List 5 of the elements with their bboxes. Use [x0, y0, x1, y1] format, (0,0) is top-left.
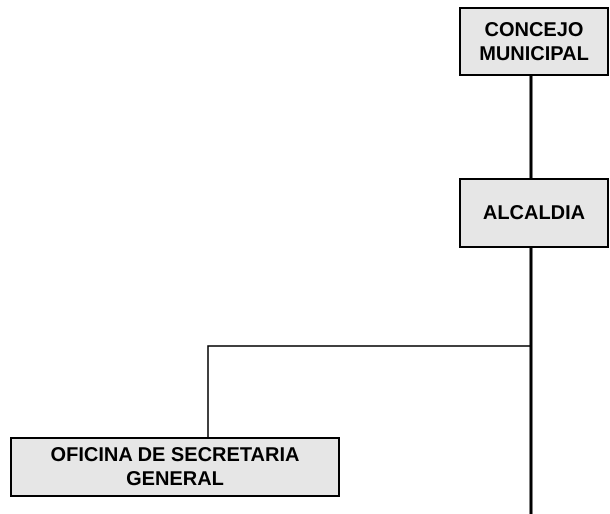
org-unit-box: OFICINA DE SECRETARIA GENERAL — [10, 437, 340, 497]
connector-line — [530, 248, 532, 514]
connector-line — [530, 76, 532, 178]
org-unit-box: ALCALDIA — [459, 178, 609, 248]
org-unit-box: CONCEJO MUNICIPAL — [459, 7, 609, 76]
